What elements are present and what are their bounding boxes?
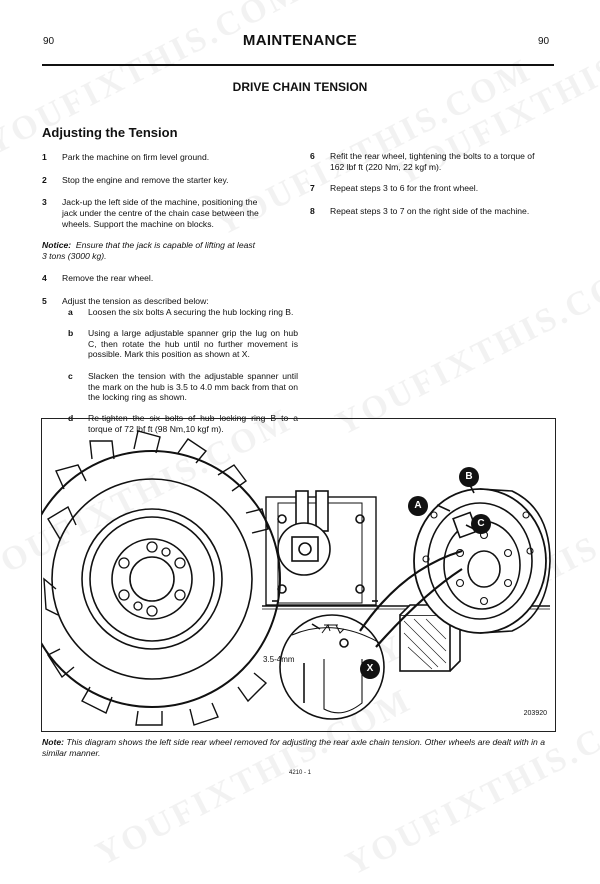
figure-number: 203920: [523, 710, 547, 717]
step-text: Repeat steps 3 to 7 on the right side of…: [330, 206, 530, 216]
substep-text: Using a large adjustable spanner grip th…: [88, 328, 298, 360]
step-text: Stop the engine and remove the starter k…: [62, 175, 229, 185]
substep-letter: c: [68, 371, 73, 381]
page-title: MAINTENANCE: [242, 32, 358, 49]
step-text-line: jack under the centre of the chain case …: [62, 208, 259, 218]
step-5: 5 Adjust the tension as described below:: [42, 296, 282, 307]
caption-label: Note:: [42, 737, 64, 747]
step-number: 3: [42, 197, 47, 207]
hub-bolts: [422, 511, 534, 606]
substep-b: b Using a large adjustable spanner grip …: [68, 328, 298, 372]
watermark: YOUFIXTHIS.COM: [330, 251, 600, 443]
step-number: 1: [42, 152, 47, 162]
step-text-line: 162 lbf ft (220 Nm, 22 kgf m).: [330, 162, 442, 172]
notice: Notice: Ensure that the jack is capable …: [42, 240, 287, 261]
tyre-tread: [43, 430, 269, 726]
notice-text-line: Ensure that the jack is capable of lifti…: [75, 240, 256, 250]
section-title: DRIVE CHAIN TENSION: [232, 80, 368, 94]
callout-a: A: [408, 496, 428, 516]
step-8: 8 Repeat steps 3 to 7 on the right side …: [310, 206, 560, 217]
callout-x: X: [360, 659, 380, 679]
figure-caption: Note: This diagram shows the left side r…: [42, 737, 556, 758]
notice-label: Notice:: [42, 240, 72, 250]
diagram-drawing: [42, 430, 551, 726]
measurement-label: 3.5-4mm: [263, 655, 295, 664]
substep-c: c Slacken the tension with the adjustabl…: [68, 371, 298, 415]
step-4: 4 Remove the rear wheel.: [42, 273, 282, 284]
step-text: Remove the rear wheel.: [62, 273, 154, 283]
step-number: 4: [42, 273, 47, 283]
wheel-bolts: [118, 541, 186, 617]
step-number: 8: [310, 206, 315, 216]
substep-letter: b: [68, 328, 74, 338]
header-divider: [42, 64, 554, 66]
step-1: 1 Park the machine on firm level ground.: [42, 152, 282, 163]
notice-text-line: 3 tons (3000 kg).: [42, 250, 107, 261]
callout-b: B: [459, 467, 479, 487]
step-text-line: wheels. Support the machine on blocks.: [62, 219, 214, 229]
step-number: 5: [42, 296, 47, 306]
step-6: 6 Refit the rear wheel, tightening the b…: [310, 151, 560, 173]
step-number: 2: [42, 175, 47, 185]
step-text-line: Jack-up the left side of the machine, po…: [62, 197, 258, 207]
wheel-hub-diagram: A B C X 3.5-4mm 203920: [41, 418, 556, 732]
page-number-left: 90: [43, 36, 55, 47]
subsection-title: Adjusting the Tension: [42, 125, 178, 140]
step-2: 2 Stop the engine and remove the starter…: [42, 175, 282, 186]
page-number-right: 90: [538, 36, 550, 47]
substep-a: a Loosen the six bolts A securing the hu…: [68, 307, 298, 329]
step-text-line: Refit the rear wheel, tightening the bol…: [330, 151, 535, 161]
step-7: 7 Repeat steps 3 to 6 for the front whee…: [310, 183, 560, 194]
caption-text: This diagram shows the left side rear wh…: [42, 737, 545, 758]
step-text: Park the machine on firm level ground.: [62, 152, 210, 162]
callout-c: C: [471, 514, 491, 534]
substep-text: Slacken the tension with the adjustable …: [88, 371, 298, 403]
step-text: Repeat steps 3 to 6 for the front wheel.: [330, 183, 479, 193]
step-text: Adjust the tension as described below:: [62, 296, 209, 306]
step-number: 6: [310, 151, 315, 161]
step-number: 7: [310, 183, 315, 193]
substep-letter: a: [68, 307, 73, 317]
footer-code: 4210 - 1: [288, 770, 312, 776]
substep-text: Loosen the six bolts A securing the hub …: [88, 307, 294, 317]
step-3: 3 Jack-up the left side of the machine, …: [42, 197, 287, 231]
